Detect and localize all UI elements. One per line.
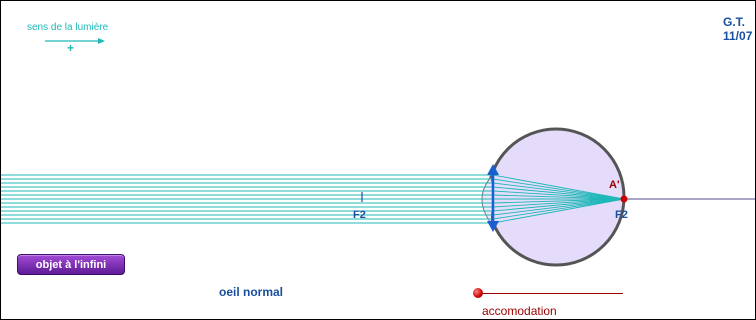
converging-rays <box>492 174 625 224</box>
focal-point-image-label: F2 <box>615 209 628 221</box>
object-at-infinity-button-label: objet à l'infini <box>35 258 107 271</box>
cornea <box>481 176 492 224</box>
converging-ray <box>492 186 625 200</box>
converging-ray <box>492 178 625 200</box>
object-at-infinity-button[interactable]: objet à l'infini <box>17 254 125 275</box>
incoming-rays <box>1 174 493 224</box>
accommodation-label: accomodation <box>482 304 557 318</box>
focal-point-object-label: F2 <box>353 209 366 221</box>
converging-ray <box>492 198 625 216</box>
image-point-label: A' <box>609 179 620 191</box>
positive-direction-sign: + <box>67 41 75 55</box>
converging-ray <box>492 190 625 200</box>
author-initials: G.T. <box>723 15 746 29</box>
crystalline-lens <box>487 164 499 232</box>
slider-knob[interactable] <box>473 288 483 298</box>
light-direction-label: sens de la lumière <box>27 22 109 33</box>
converging-ray <box>492 174 625 200</box>
converging-ray <box>492 198 625 204</box>
accommodation-slider[interactable] <box>473 287 623 301</box>
author-stamp: G.T. 11/07 <box>723 15 752 43</box>
converging-ray <box>492 198 625 212</box>
light-direction-arrow <box>45 38 105 44</box>
eye-state-label: oeil normal <box>219 285 284 299</box>
converging-ray <box>492 194 625 200</box>
converging-ray <box>492 198 625 224</box>
author-date: 11/07 <box>723 29 753 43</box>
converging-ray <box>492 198 625 208</box>
converging-ray <box>492 182 625 200</box>
slider-track <box>479 293 623 294</box>
image-point-marker <box>620 195 628 203</box>
converging-ray <box>492 198 625 220</box>
